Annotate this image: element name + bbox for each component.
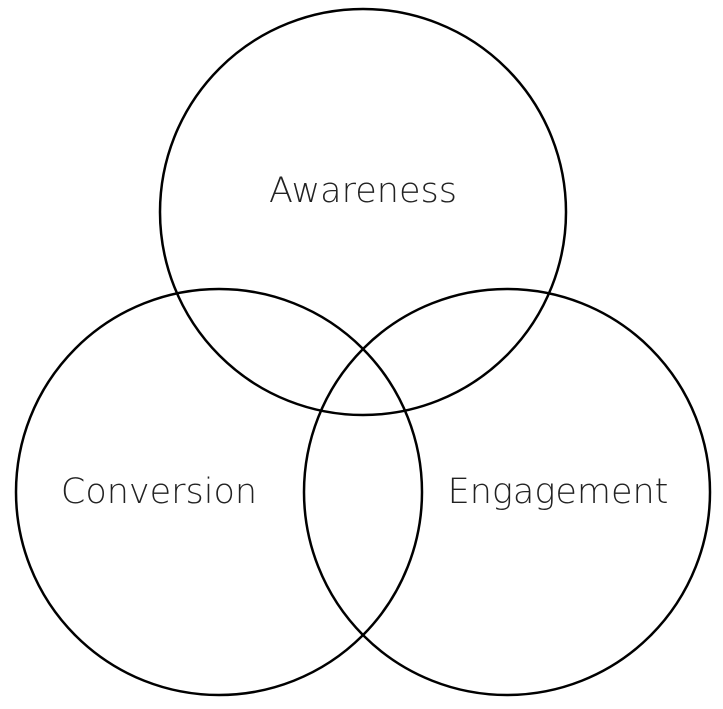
engagement-label: Engagement xyxy=(448,472,669,512)
conversion-circle xyxy=(14,287,424,697)
conversion-label: Conversion xyxy=(61,472,257,512)
awareness-label: Awareness xyxy=(269,171,457,211)
engagement-circle xyxy=(302,287,712,697)
awareness-circle xyxy=(158,7,568,417)
